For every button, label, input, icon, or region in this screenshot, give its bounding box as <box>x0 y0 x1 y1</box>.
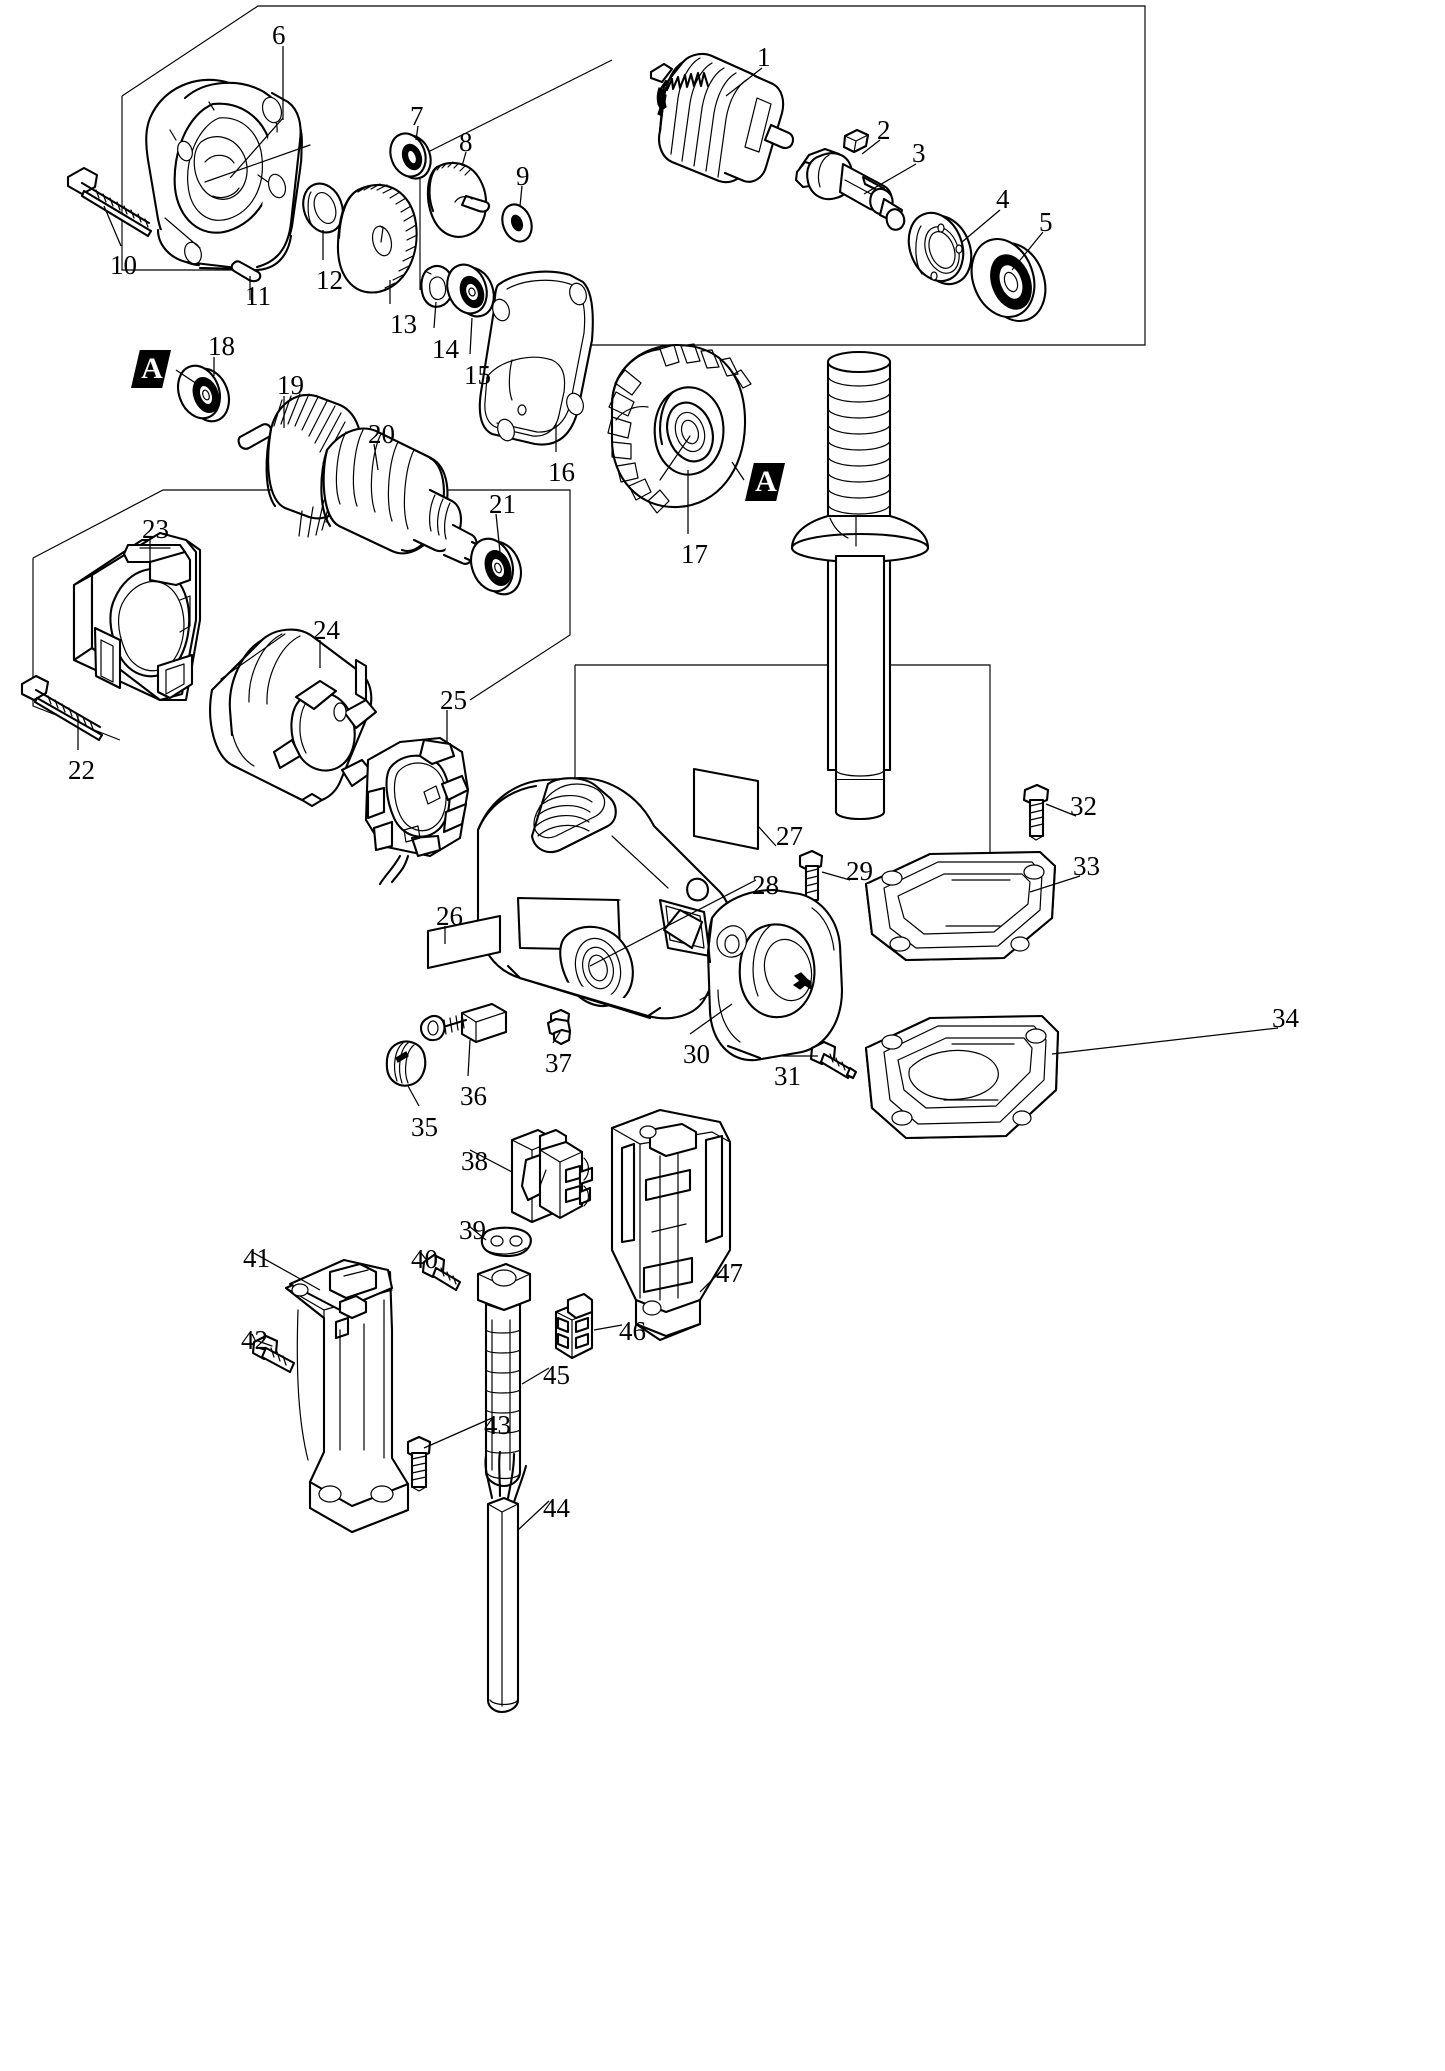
callout-number-45: 45 <box>543 1360 570 1390</box>
part-34-side-handle-lower <box>864 1014 1060 1140</box>
part-24-field-stator <box>209 628 378 808</box>
callout-number-13: 13 <box>390 309 417 339</box>
callout-number-1: 1 <box>757 42 771 72</box>
callout-number-23: 23 <box>142 514 169 544</box>
callout-number-36: 36 <box>460 1081 487 1111</box>
part-7-ball-bearing <box>389 132 432 180</box>
part-12-oil-seal <box>302 182 344 234</box>
part-35-brush-holder-cap <box>385 1040 427 1087</box>
callout-number-34: 34 <box>1272 1003 1299 1033</box>
callout-number-27: 27 <box>776 821 803 851</box>
part-6-gear-housing <box>145 78 311 272</box>
assembly-group-outlines <box>32 5 1146 905</box>
callout-number-18: 18 <box>208 331 235 361</box>
callout-number-43: 43 <box>484 1410 511 1440</box>
part-27-name-plate-square <box>692 767 760 851</box>
callout-number-24: 24 <box>313 615 340 645</box>
part-47-handle-half-right <box>610 1108 732 1342</box>
callout-number-39: 39 <box>459 1215 486 1245</box>
callout-number-4: 4 <box>996 184 1010 214</box>
callout-number-26: 26 <box>436 901 463 931</box>
callout-number-6: 6 <box>272 20 286 50</box>
part-22-screw <box>20 674 104 742</box>
callout-number-29: 29 <box>846 856 873 886</box>
callout-number-40: 40 <box>411 1244 438 1274</box>
part-17-cooling-fan <box>607 343 752 514</box>
callout-number-33: 33 <box>1073 851 1100 881</box>
callout-number-44: 44 <box>543 1493 570 1523</box>
part-28-motor-housing <box>476 776 734 1020</box>
callout-number-37: 37 <box>545 1048 572 1078</box>
callout-number-21: 21 <box>489 489 516 519</box>
part-25-insulation-bracket <box>364 736 470 886</box>
callout-number-15: 15 <box>464 360 491 390</box>
part-8-helical-gear <box>426 161 491 238</box>
callout-number-25: 25 <box>440 685 467 715</box>
part-30-rear-cover <box>706 888 844 1062</box>
callout-number-47: 47 <box>716 1258 743 1288</box>
callout-number-7: 7 <box>410 101 424 131</box>
part-11-pin <box>230 260 262 283</box>
callout-number-19: 19 <box>277 370 304 400</box>
part-36-carbon-brush <box>419 1002 508 1044</box>
part-4-bearing-ring <box>907 211 973 286</box>
part-42-tapping-screw-handle <box>251 1334 296 1374</box>
part-38-trigger-switch <box>510 1128 594 1224</box>
part-2-key <box>842 128 870 154</box>
part-18-ball-bearing <box>177 364 230 423</box>
part-40-tapping-screw-small <box>421 1253 462 1292</box>
callout-number-5: 5 <box>1039 207 1053 237</box>
callout-number-10: 10 <box>110 250 137 280</box>
part-3-spindle <box>794 147 906 231</box>
part-32-machine-screw <box>1022 783 1050 841</box>
part-23-brush-holder-plate <box>72 531 202 702</box>
part-45-cord-guard <box>476 1262 532 1488</box>
part-16-gasket-plate <box>478 270 594 446</box>
part-13-spur-gear <box>336 183 418 294</box>
callout-number-11: 11 <box>245 281 271 311</box>
callout-number-30: 30 <box>683 1039 710 1069</box>
threaded-column <box>790 350 930 821</box>
part-39-cord-clamp <box>480 1226 532 1258</box>
callout-number-35: 35 <box>411 1112 438 1142</box>
part-14-ring <box>420 265 454 308</box>
callout-number-17: 17 <box>681 539 708 569</box>
part-44-power-cord <box>484 1450 528 1714</box>
part-15-ball-bearing <box>446 263 495 318</box>
part-41-handle-half-left <box>284 1258 410 1534</box>
callout-number-9: 9 <box>516 161 530 191</box>
reference-marker-label: A <box>755 465 777 498</box>
part-10-bolt <box>66 166 153 238</box>
part-20-armature <box>237 393 488 565</box>
part-9-washer <box>501 203 533 243</box>
callout-number-31: 31 <box>774 1061 801 1091</box>
callout-number-46: 46 <box>619 1316 646 1346</box>
callout-number-32: 32 <box>1070 791 1097 821</box>
part-43-tapping-screw-bottom <box>406 1435 432 1492</box>
part-33-side-handle-upper <box>864 850 1057 962</box>
callout-number-41: 41 <box>243 1243 270 1273</box>
part-1-drill-chuck <box>649 52 795 184</box>
callout-number-42: 42 <box>241 1325 268 1355</box>
part-31-pan-head-screw <box>809 1040 858 1080</box>
part-29-tapping-screw <box>798 849 824 904</box>
part-5-ball-bearing-large <box>970 237 1047 323</box>
callout-number-22: 22 <box>68 755 95 785</box>
part-46-terminal-block <box>554 1292 594 1360</box>
reference-marker-label: A <box>141 352 163 385</box>
callout-number-38: 38 <box>461 1146 488 1176</box>
callout-number-16: 16 <box>548 457 575 487</box>
callout-number-14: 14 <box>432 334 459 364</box>
callout-number-8: 8 <box>459 127 473 157</box>
callout-number-12: 12 <box>316 265 343 295</box>
part-37-shoulder-screw <box>546 1008 572 1046</box>
part-26-name-plate-strip <box>426 914 502 970</box>
callout-number-3: 3 <box>912 138 926 168</box>
callout-number-2: 2 <box>877 115 891 145</box>
part-21-ball-bearing <box>470 537 522 596</box>
callout-number-28: 28 <box>752 870 779 900</box>
callout-number-20: 20 <box>368 419 395 449</box>
callout-leader-lines <box>77 46 1279 1531</box>
